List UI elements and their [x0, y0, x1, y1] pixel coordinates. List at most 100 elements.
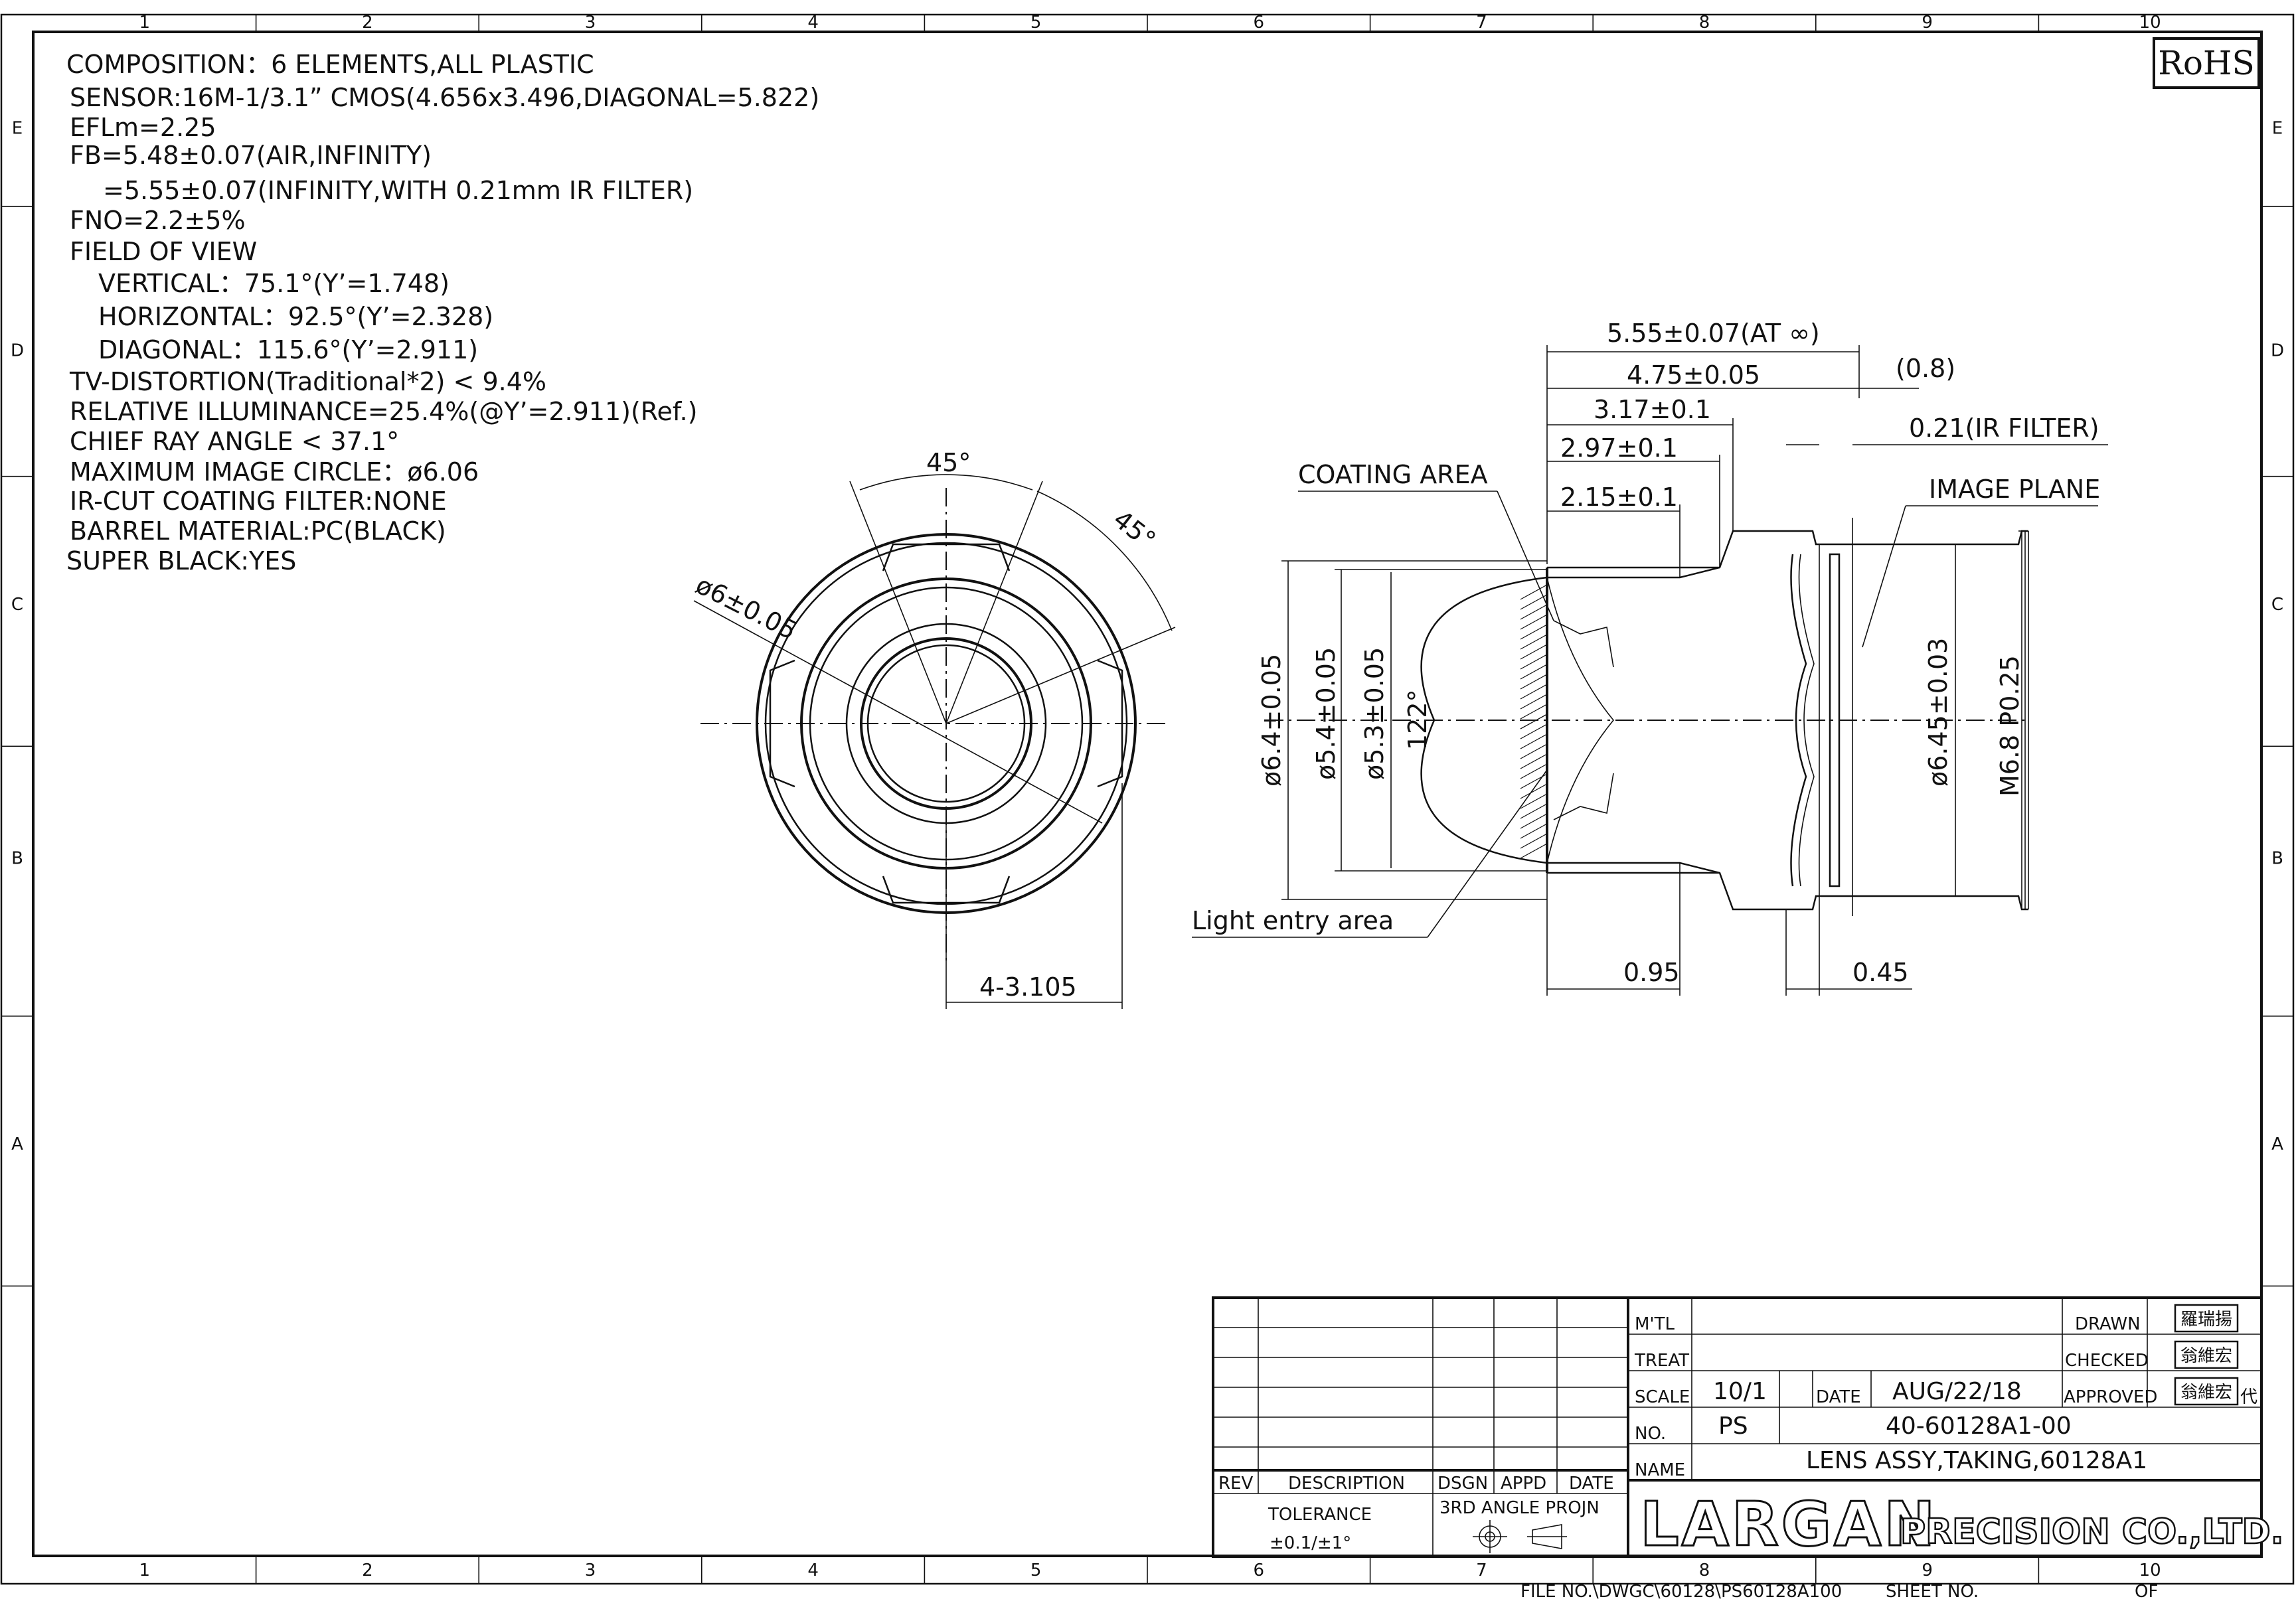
file-number: FILE NO.\DWGC\60128\PS60128A100: [1520, 1582, 1842, 1602]
grid-col-top-7: 7: [1476, 13, 1487, 33]
tolerance-value: ±0.1/±1°: [1270, 1533, 1351, 1553]
grid-col-top-6: 6: [1254, 13, 1265, 33]
projection-label: 3RD ANGLE PROJN: [1439, 1498, 1599, 1518]
approved-by: 翁維宏: [2180, 1383, 2232, 1403]
approved-label: APPROVED: [2064, 1387, 2157, 1407]
grid-col-bottom-3: 3: [585, 1561, 596, 1580]
spec-image-circle: MAXIMUM IMAGE CIRCLE：ø6.06: [70, 457, 479, 487]
grid-row-right-E: E: [2272, 119, 2283, 139]
angle-side-label: 45°: [1108, 504, 1161, 555]
dim-095-label: 0.95: [1623, 958, 1680, 987]
dia-64-label: ø6.4±0.05: [1257, 654, 1286, 787]
title-block: REV DESCRIPTION DSGN APPD DATE TOLERANCE…: [1212, 1296, 2285, 1561]
date-label: DATE: [1816, 1387, 1861, 1407]
side-view: 5.55±0.07(AT ∞) 4.75±0.05 (0.8) 3.17±0.1…: [1192, 319, 2108, 996]
spec-composition: COMPOSITION：6 ELEMENTS,ALL PLASTIC: [66, 50, 594, 79]
spec-fno: FNO=2.2±5%: [70, 206, 246, 235]
largan-logo: LARGAN: [1640, 1489, 1937, 1560]
checked-label: CHECKED: [2065, 1351, 2149, 1371]
grid-row-right-C: C: [2271, 595, 2283, 615]
name-label: NAME: [1635, 1460, 1685, 1480]
spec-fb: FB=5.48±0.07(AIR,INFINITY): [70, 141, 432, 170]
no-prefix: PS: [1718, 1413, 1748, 1440]
spec-distortion: TV-DISTORTION(Traditional*2) < 9.4%: [69, 367, 546, 396]
projection-symbol: [1473, 1520, 1567, 1553]
dsgn-header: DSGN: [1437, 1474, 1488, 1493]
grid-row-left-D: D: [11, 341, 24, 360]
spec-sensor: SENSOR:16M-1/3.1” CMOS(4.656x3.496,DIAGO…: [70, 83, 819, 112]
front-width-label: 4-3.105: [979, 972, 1077, 1002]
description-header: DESCRIPTION: [1288, 1474, 1405, 1493]
tolerance-label: TOLERANCE: [1268, 1505, 1372, 1525]
grid-row-left-E: E: [12, 119, 23, 139]
spec-barrel: BARREL MATERIAL:PC(BLACK): [70, 516, 446, 546]
drawn-label: DRAWN: [2075, 1314, 2141, 1334]
part-number: 40-60128A1-00: [1886, 1413, 2072, 1440]
grid-col-bottom-2: 2: [362, 1561, 373, 1580]
approved-seal: [2174, 1377, 2239, 1406]
dia-53-label: ø5.3±0.05: [1360, 647, 1389, 780]
grid-col-bottom-5: 5: [1030, 1561, 1042, 1580]
spec-illuminance: RELATIVE ILLUMINANCE=25.4%(@Y’=2.911)(Re…: [70, 397, 697, 426]
sheet-border: [0, 13, 2295, 1585]
scale-value: 10/1: [1713, 1378, 1767, 1405]
company-name: PRECISION CO.,LTD.: [1900, 1512, 2283, 1552]
front-aperture: [860, 637, 1032, 810]
spec-fb-filter: =5.55±0.07(INFINITY,WITH 0.21mm IR FILTE…: [103, 176, 693, 205]
checked-by: 翁維宏: [2180, 1346, 2232, 1366]
grid-row-right-D: D: [2271, 341, 2284, 360]
dim-08-label: (0.8): [1896, 354, 1955, 383]
light-entry-label: Light entry area: [1192, 906, 1394, 935]
grid-row-left-C: C: [11, 595, 23, 615]
grid-col-top-2: 2: [362, 13, 373, 33]
dim-555-label: 5.55±0.07(AT ∞): [1607, 319, 1820, 348]
footer: FILE NO.\DWGC\60128\PS60128A100 SHEET NO…: [1520, 1582, 2158, 1602]
front-view: 45° 45° ø6±0.05 4-3.105: [691, 448, 1176, 1009]
grid-col-top-9: 9: [1922, 13, 1933, 33]
grid-col-top-5: 5: [1030, 13, 1042, 33]
coating-area-label: COATING AREA: [1298, 460, 1488, 489]
spec-chief-ray: CHIEF RAY ANGLE < 37.1°: [70, 427, 399, 456]
dim-317-label: 3.17±0.1: [1594, 395, 1711, 424]
spec-efl: EFLm=2.25: [70, 113, 216, 142]
rohs-label: RoHS: [2158, 44, 2255, 82]
date-value: AUG/22/18: [1892, 1378, 2022, 1405]
grid-col-bottom-6: 6: [1254, 1561, 1265, 1580]
dia-645-label: ø6.45±0.03: [1924, 638, 1953, 787]
spec-fov-diagonal: DIAGONAL：115.6°(Y’=2.911): [98, 335, 478, 364]
grid-row-left-A: A: [11, 1134, 23, 1154]
date-header: DATE: [1569, 1474, 1614, 1493]
thread-label: M6.8 P0.25: [1995, 655, 2024, 797]
rohs-mark: RoHS: [2153, 37, 2260, 89]
angle-122-label: 122°: [1403, 689, 1432, 750]
grid-col-bottom-8: 8: [1699, 1561, 1710, 1580]
grid-col-top-8: 8: [1699, 13, 1710, 33]
grid-col-top-4: 4: [807, 13, 819, 33]
angle-top-label: 45°: [926, 448, 971, 477]
dim-475-label: 4.75±0.05: [1627, 360, 1760, 390]
name-value: LENS ASSY,TAKING,60128A1: [1806, 1447, 2147, 1474]
dim-297-label: 2.97±0.1: [1560, 433, 1678, 463]
appd-header: APPD: [1501, 1474, 1546, 1493]
grid-col-top-1: 1: [139, 13, 151, 33]
spec-fov-horizontal: HORIZONTAL：92.5°(Y’=2.328): [98, 302, 493, 331]
grid-row-left-B: B: [11, 849, 23, 869]
spec-fov: FIELD OF VIEW: [70, 237, 257, 266]
rev-header: REV: [1218, 1474, 1253, 1493]
dim-021-label: 0.21(IR FILTER): [1909, 414, 2099, 443]
drawn-by: 羅瑞揚: [2180, 1310, 2232, 1330]
spec-list: COMPOSITION：6 ELEMENTS,ALL PLASTIC SENSO…: [66, 50, 819, 575]
approved-suffix: 代: [2240, 1387, 2257, 1407]
company-logo: LARGAN PRECISION CO.,LTD.: [1639, 1488, 2285, 1561]
grid-col-bottom-4: 4: [807, 1561, 819, 1580]
dim-215-label: 2.15±0.1: [1560, 483, 1678, 512]
grid-col-top-10: 10: [2139, 13, 2161, 33]
no-label: NO.: [1635, 1424, 1666, 1444]
spec-super-black: SUPER BLACK:YES: [66, 546, 296, 575]
spec-fov-vertical: VERTICAL：75.1°(Y’=1.748): [98, 269, 450, 298]
grid-row-right-B: B: [2271, 849, 2283, 869]
coating-hatch: [1520, 584, 1548, 859]
image-plane-label: IMAGE PLANE: [1929, 475, 2100, 504]
sheet-of: OF: [2135, 1582, 2158, 1602]
